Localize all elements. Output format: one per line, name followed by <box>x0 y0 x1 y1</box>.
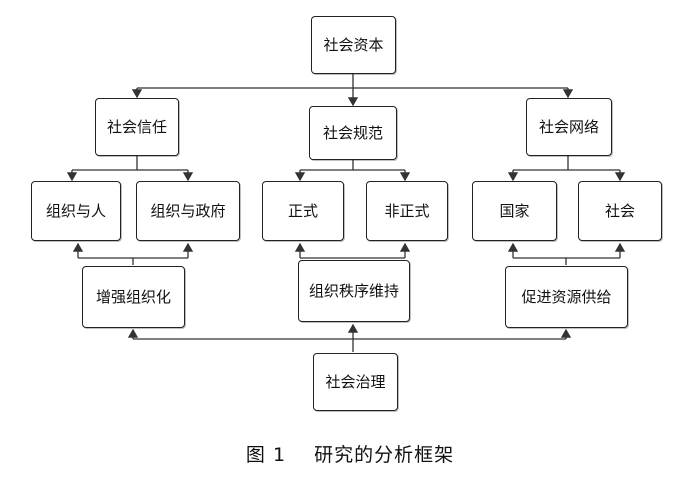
node-organization-order: 组织秩序维持 <box>298 260 410 322</box>
node-society: 社会 <box>578 181 662 241</box>
node-state: 国家 <box>472 181 557 241</box>
node-formal: 正式 <box>262 181 344 241</box>
node-social-trust: 社会信任 <box>95 98 179 156</box>
node-org-and-gov: 组织与政府 <box>136 181 240 241</box>
node-social-network: 社会网络 <box>526 98 612 156</box>
node-social-capital: 社会资本 <box>311 16 396 74</box>
figure-title: 研究的分析框架 <box>314 444 455 466</box>
node-social-norms: 社会规范 <box>309 106 397 160</box>
node-org-and-person: 组织与人 <box>31 181 121 241</box>
node-resource-supply: 促进资源供给 <box>505 266 628 328</box>
node-informal: 非正式 <box>366 181 448 241</box>
figure-caption: 图 1 研究的分析框架 <box>0 440 700 467</box>
node-strengthen-organization: 增强组织化 <box>82 266 185 328</box>
figure-number: 图 1 <box>245 444 287 466</box>
node-social-governance: 社会治理 <box>313 353 398 411</box>
